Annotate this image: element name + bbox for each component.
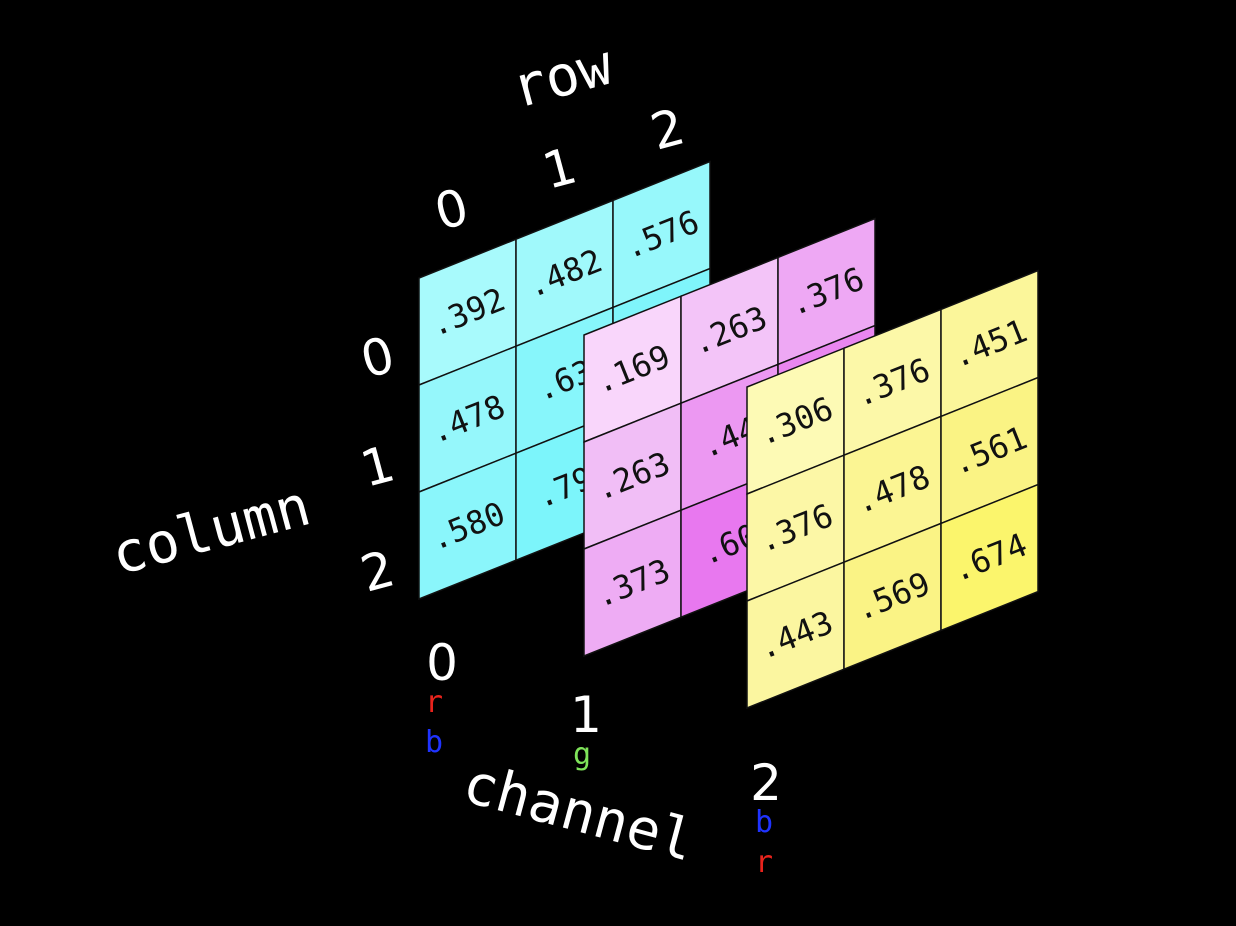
channel-index-1: 1: [570, 686, 602, 744]
channel-letter-0-1: b: [425, 725, 443, 760]
channel-panel-2: .306.376.451.376.478.561.443.569.674: [746, 269, 1039, 710]
channel-letter-2-0: b: [755, 805, 773, 840]
channel-letter-0-0: r: [425, 685, 443, 720]
column-index-0: 0: [355, 325, 401, 389]
channel-index-2: 2: [750, 754, 782, 812]
row-axis-title: row: [505, 32, 620, 121]
column-index-1: 1: [355, 434, 401, 498]
row-index-1: 1: [537, 136, 583, 200]
column-axis-title: column: [105, 473, 317, 588]
channel-letter-1-0: g: [573, 737, 591, 772]
cell-2-2-2: [940, 483, 1039, 632]
channel-letter-2-1: r: [755, 845, 773, 880]
column-index-2: 2: [355, 539, 401, 603]
channel-panels: .392.482.576.478.63.7.580.79.8.169.263.3…: [418, 160, 1039, 710]
row-index-2: 2: [645, 97, 691, 161]
channel-index-0: 0: [426, 634, 458, 692]
row-index-0: 0: [429, 177, 475, 241]
